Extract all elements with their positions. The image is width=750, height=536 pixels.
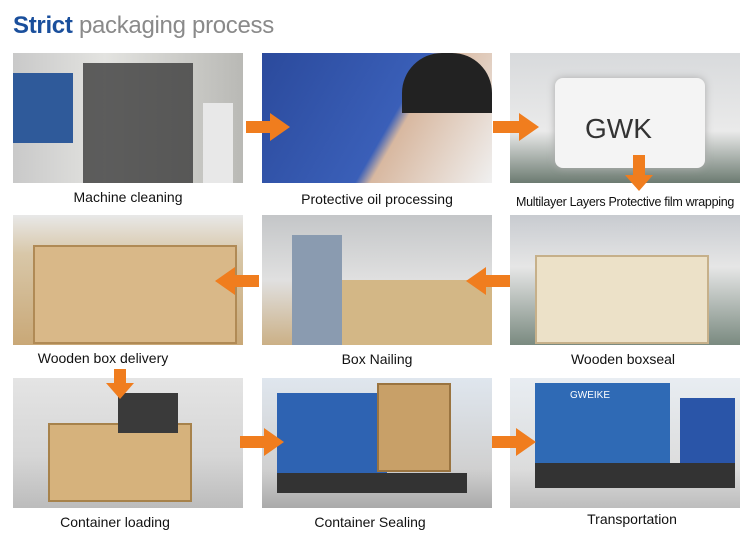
photo-box-nailing [262, 215, 492, 345]
step-label: Box Nailing [341, 351, 413, 367]
arrow-left-icon [466, 267, 510, 295]
arrow-right-icon [246, 113, 290, 141]
photo-container-sealing [262, 378, 492, 508]
photo-transportation: GWEIKE [510, 378, 740, 508]
wrap-text: GWK [585, 113, 652, 144]
container-text: GWEIKE [570, 390, 611, 401]
photo-container-loading [13, 378, 243, 508]
arrow-right-icon [240, 428, 284, 456]
page-title: Strict packaging process [13, 12, 274, 39]
step-label: Multilayer Layers Protective film wrappi… [515, 195, 735, 209]
step-label: Protective oil processing [301, 191, 453, 207]
arrow-left-icon [215, 267, 259, 295]
arrow-down-icon [106, 369, 134, 399]
arrow-down-icon [625, 155, 653, 191]
step-label: Container loading [60, 514, 170, 530]
step-label: Wooden boxseal [570, 351, 676, 367]
step-label: Wooden box delivery [37, 350, 169, 366]
photo-film-wrapping: GWK [510, 53, 740, 183]
arrow-right-icon [493, 113, 539, 141]
photo-machine-cleaning [13, 53, 243, 183]
arrow-right-icon [492, 428, 536, 456]
photo-protective-oil [262, 53, 492, 183]
step-label: Transportation [587, 511, 677, 527]
photo-wooden-box-delivery [13, 215, 243, 345]
photo-wooden-boxseal [510, 215, 740, 345]
step-label: Machine cleaning [73, 189, 183, 205]
step-label: Container Sealing [314, 514, 426, 530]
